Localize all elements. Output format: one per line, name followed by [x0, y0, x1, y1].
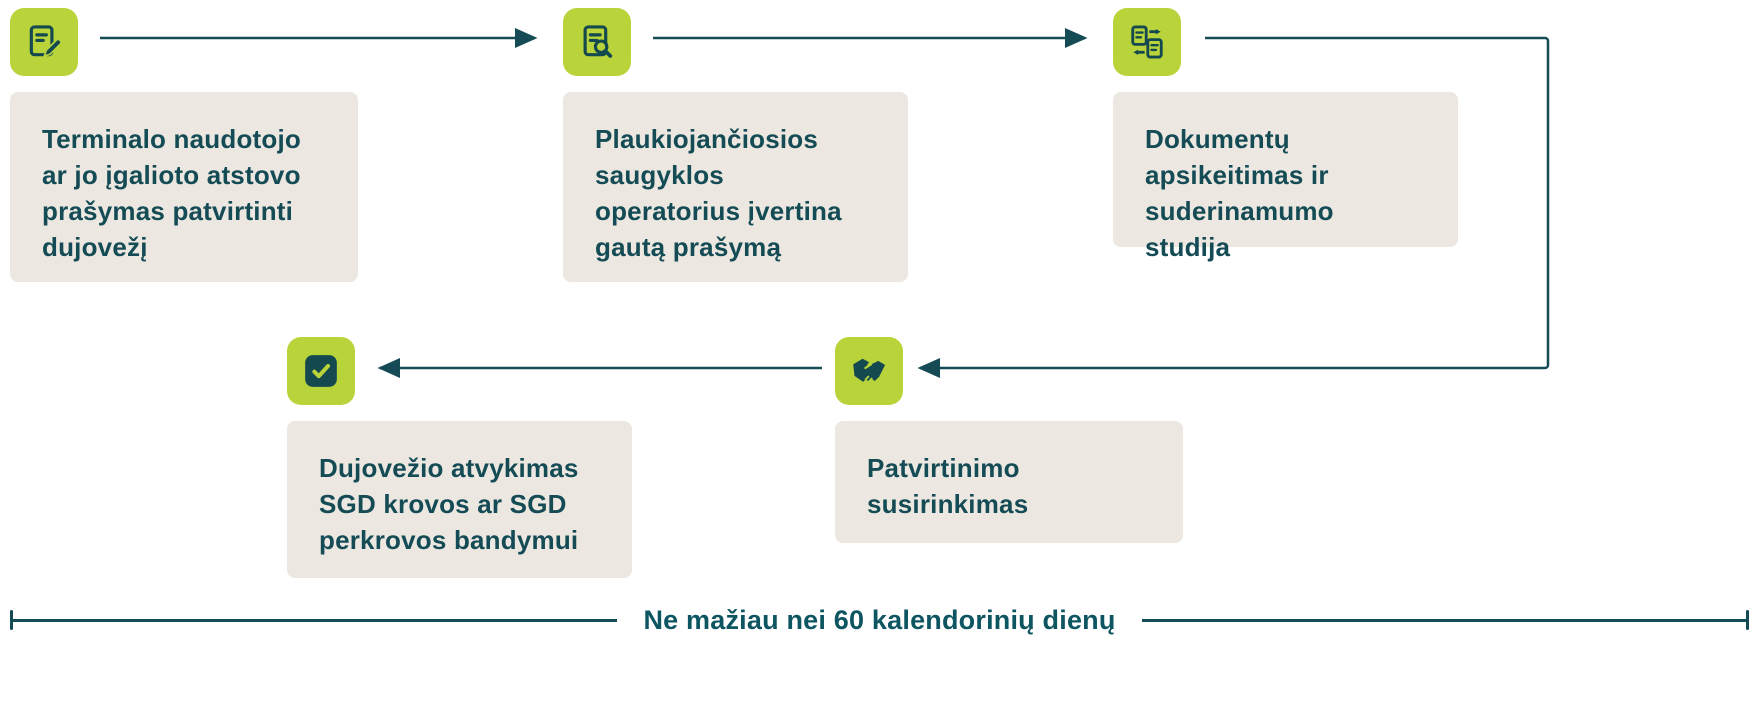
- step5-label: Dujovežio atvykimas SGD krovos ar SGD pe…: [319, 453, 579, 555]
- step2-icon-tile: [563, 8, 631, 76]
- step4-label-box: Patvirtinimo susirinkimas: [835, 421, 1183, 543]
- timeline: Ne mažiau nei 60 kalendorinių dienų: [10, 600, 1749, 640]
- step2-label: Plaukiojančiosios saugyklos operatorius …: [595, 124, 842, 262]
- step5-icon-tile: [287, 337, 355, 405]
- step3-label-box: Dokumentų apsikeitimas ir suderinamumo s…: [1113, 92, 1458, 262]
- step5-label-box: Dujovežio atvykimas SGD krovos ar SGD pe…: [287, 421, 632, 578]
- checkmark-icon: [305, 355, 337, 387]
- timeline-right-rule: [1141, 618, 1746, 622]
- step2-label-box: Plaukiojančiosios saugyklos operatorius …: [563, 92, 908, 282]
- step1-label-box: Terminalo naudotojo ar jo įgalioto atsto…: [10, 92, 358, 282]
- step4-label: Patvirtinimo susirinkimas: [867, 453, 1029, 519]
- step3-icon-tile: [1113, 8, 1181, 76]
- timeline-left-rule: [13, 618, 618, 622]
- document-edit-icon: [29, 25, 62, 58]
- timeline-left-tick: [10, 610, 13, 630]
- step4-icon-tile: [835, 337, 903, 405]
- timeline-right-tick: [1746, 610, 1749, 630]
- handshake-icon: [853, 358, 886, 383]
- document-search-icon: [583, 25, 613, 58]
- timeline-label: Ne mažiau nei 60 kalendorinių dienų: [643, 604, 1116, 635]
- document-exchange-icon: [1131, 25, 1163, 59]
- step3-label: Dokumentų apsikeitimas ir suderinamumo s…: [1145, 124, 1334, 262]
- step1-icon-tile: [10, 8, 78, 76]
- step1-label: Terminalo naudotojo ar jo įgalioto atsto…: [42, 124, 301, 262]
